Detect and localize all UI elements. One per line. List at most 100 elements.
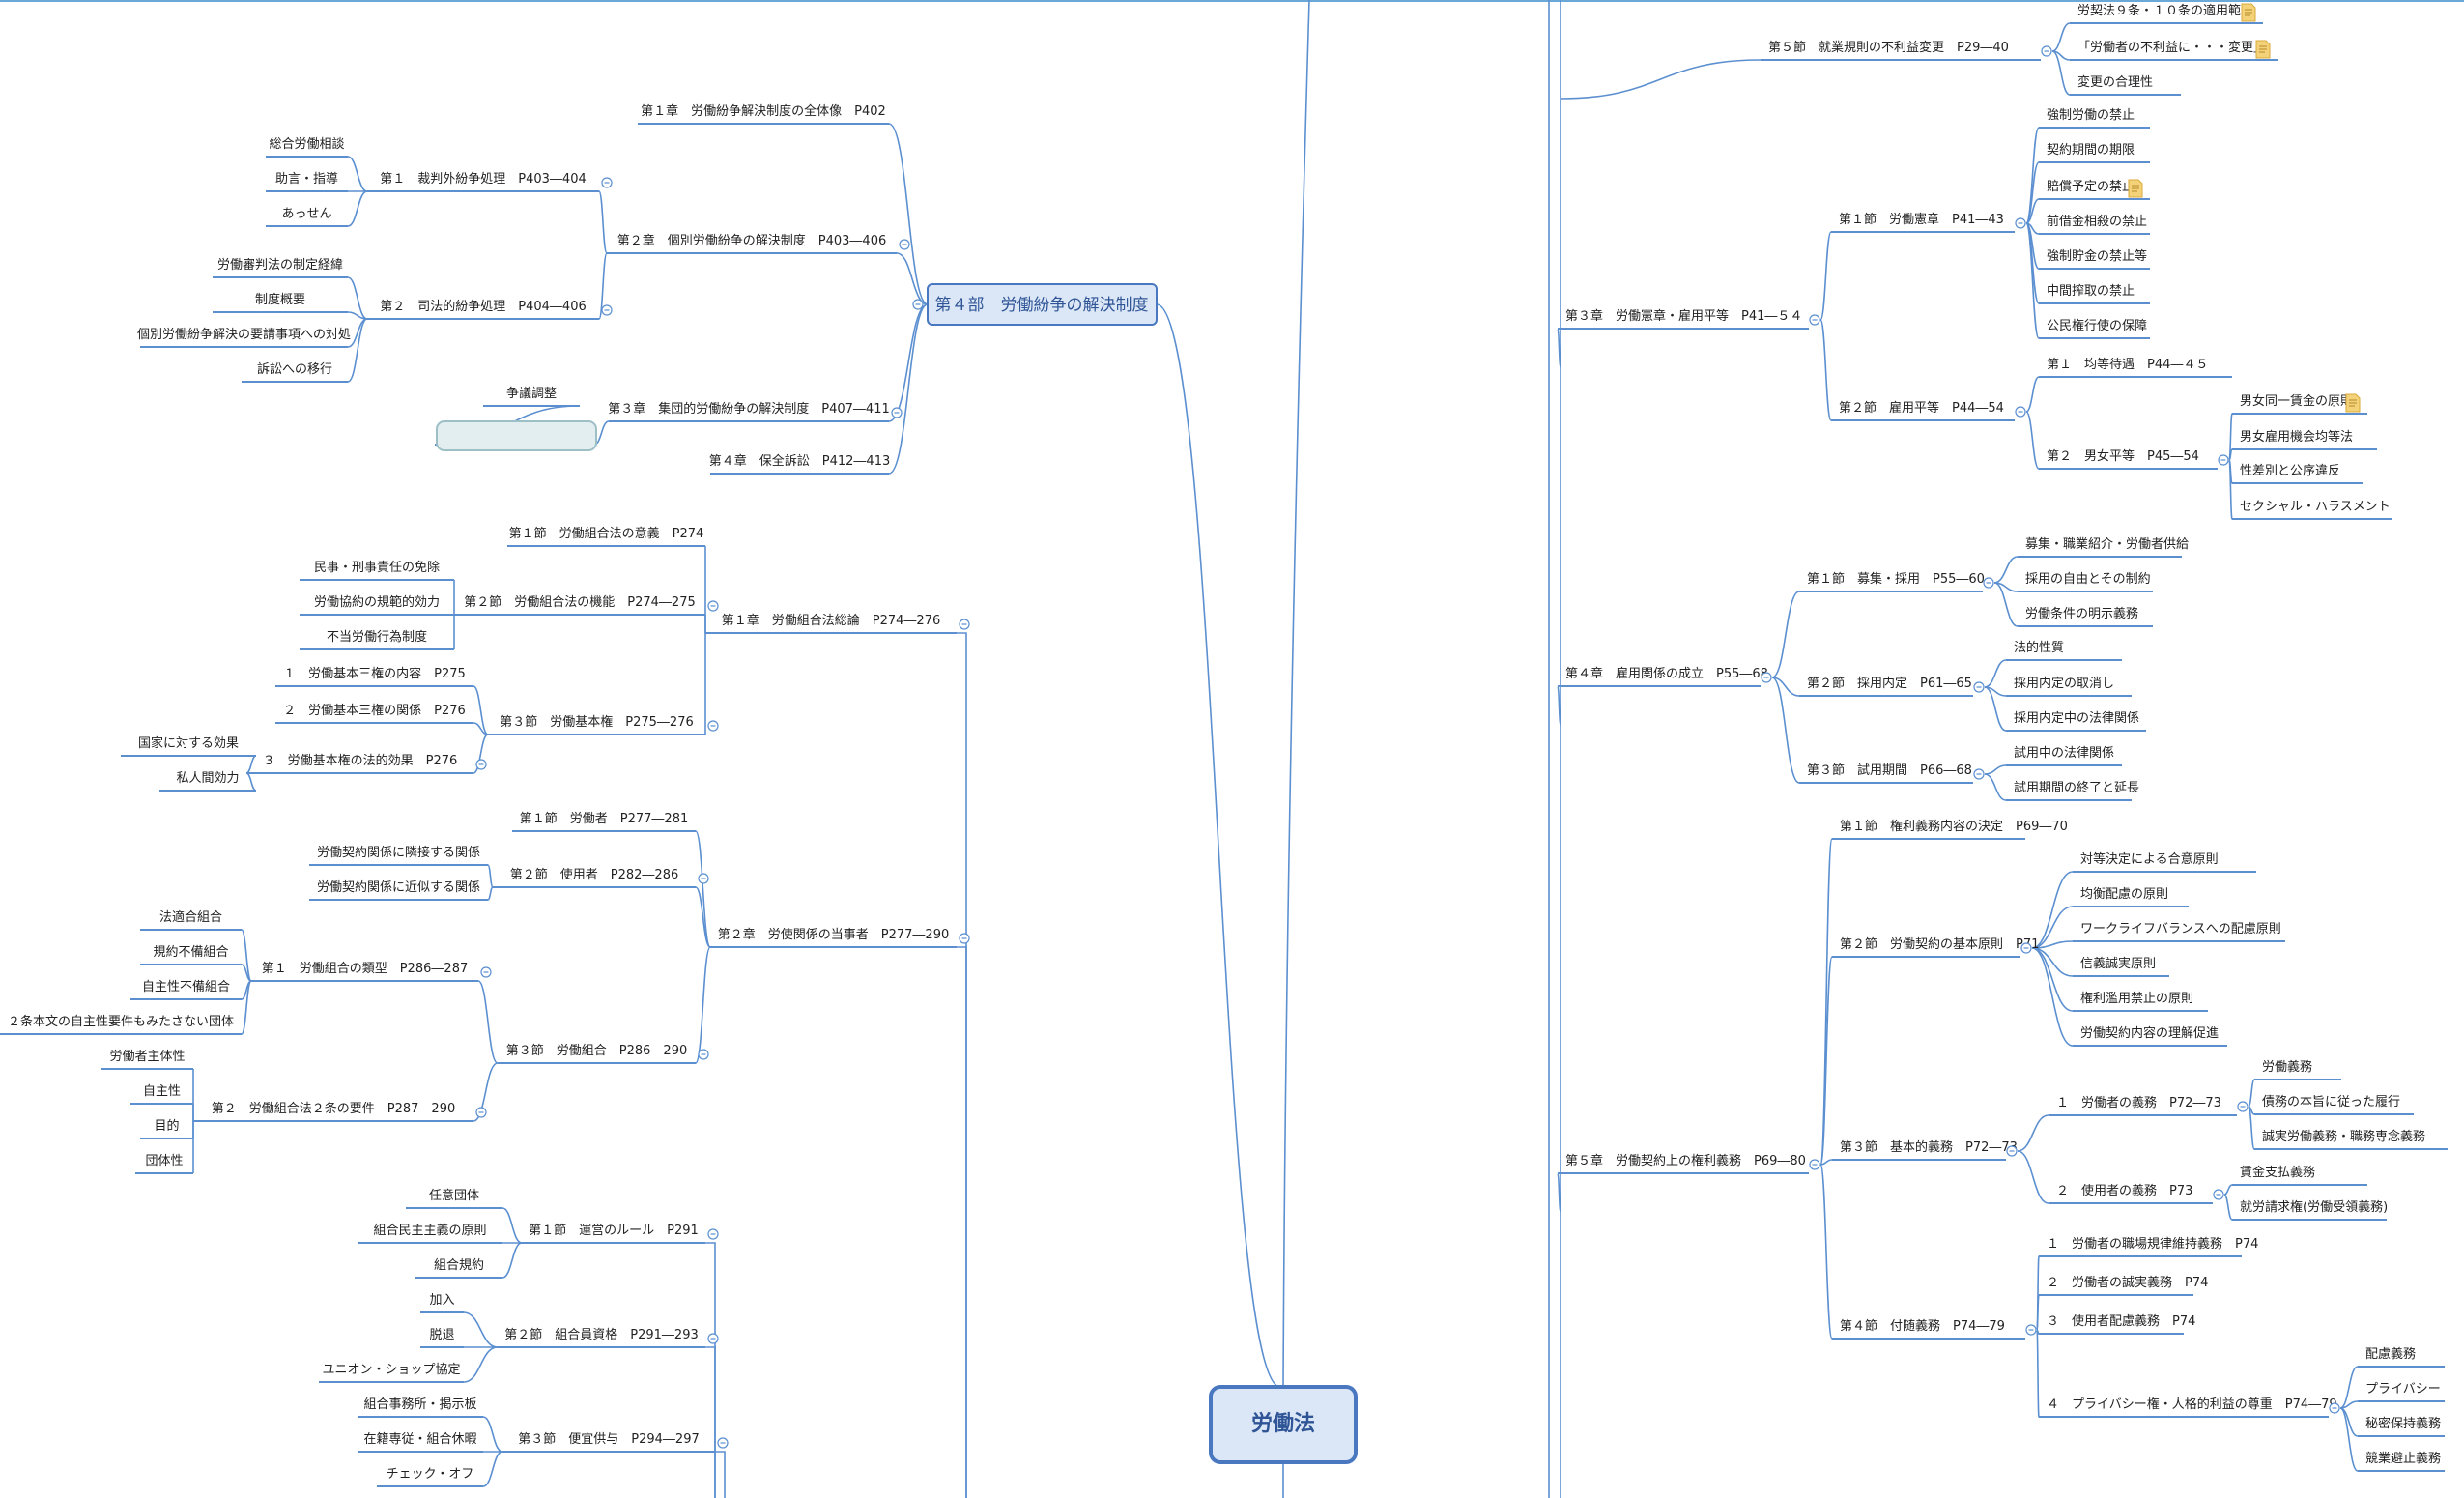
right-node-40[interactable]: 労働義務 (2254, 1059, 2341, 1080)
left-node-24[interactable]: 私人間効力 (159, 771, 256, 792)
right-node-49[interactable]: １ 労働者の職場規律維持義務 P74 (2039, 1236, 2258, 1257)
right-node-41[interactable]: 債務の本旨に従った履行 (2254, 1095, 2414, 1115)
left-node-46[interactable]: 第１節 運営のルール P291 (522, 1224, 705, 1244)
left-node-33[interactable]: 規約不備組合 (140, 944, 242, 965)
left-node-19[interactable]: 第２節 労働組合法の機能 P274―275 (454, 595, 705, 616)
right-node-19[interactable]: 第２節 雇用平等 P44―54 (1831, 400, 2015, 421)
right-node-37[interactable]: 権利濫用禁止の原則 (2073, 991, 2208, 1012)
left-node-44[interactable]: 組合民主主義の原則 (358, 1223, 502, 1244)
left-node-15[interactable]: 第１節 労働組合法の意義 P274 (507, 526, 705, 547)
left-node-7[interactable]: 制度概要 (213, 292, 348, 313)
right-node-2[interactable]: 変更の合理性 (2070, 74, 2181, 96)
right-node-22[interactable]: 労働条件の明示義務 (2018, 606, 2153, 627)
right-node-31[interactable]: 第３節 試用期間 P66―68 (1799, 763, 1973, 784)
left-node-29[interactable]: 労働契約関係に近似する関係 (309, 880, 488, 901)
left-node-0[interactable]: 第１章 労働紛争解決制度の全体像 P402 (638, 103, 889, 125)
left-node-35[interactable]: ２条本文の自主性要件もみたさない団体 (0, 1014, 242, 1035)
right-node-6[interactable]: 賠償予定の禁止 (2039, 180, 2150, 200)
left-node-9[interactable]: 訴訟への移行 (242, 361, 348, 383)
right-node-0[interactable]: 労契法９条・１０条の適用範囲 (2070, 3, 2263, 24)
left-node-49[interactable]: ユニオン・ショップ協定 (319, 1363, 464, 1383)
left-node-3[interactable]: あっせん (266, 207, 348, 227)
right-node-51[interactable]: ３ 使用者配慮義務 P74 (2039, 1313, 2195, 1335)
right-node-15[interactable]: 男女雇用機会均等法 (2232, 429, 2377, 450)
right-node-5[interactable]: 契約期間の期限 (2039, 143, 2150, 163)
left-node-34[interactable]: 自主性不備組合 (130, 979, 242, 1000)
right-node-33[interactable]: 対等決定による合意原則 (2073, 851, 2256, 873)
left-node-2[interactable]: 助言・指導 (266, 172, 348, 192)
left-node-22[interactable]: ２ 労働基本三権の関係 P276 (275, 703, 473, 724)
right-node-36[interactable]: 信義誠実原則 (2073, 956, 2169, 977)
right-node-44[interactable]: 賃金支払義務 (2232, 1165, 2367, 1186)
left-node-18[interactable]: 不当労働行為制度 (300, 629, 454, 650)
note-icon[interactable] (2241, 3, 2256, 22)
left-node-42[interactable]: 第２ 労働組合法２条の要件 P287―290 (193, 1101, 473, 1122)
right-node-10[interactable]: 公民権行使の保障 (2039, 318, 2150, 339)
left-node-13[interactable]: 第３章 集団的労働紛争の解決制度 P407―411 (608, 401, 890, 422)
right-node-43[interactable]: １ 労働者の義務 P72―73 (2049, 1095, 2237, 1116)
right-node-16[interactable]: 性差別と公序違反 (2232, 464, 2363, 484)
left-node-52[interactable]: 在籍専従・組合休暇 (358, 1431, 483, 1453)
right-node-34[interactable]: 均衡配慮の原則 (2073, 887, 2189, 907)
left-node-40[interactable]: 目的 (140, 1118, 193, 1139)
right-node-20[interactable]: 募集・職業紹介・労働者供給 (2018, 536, 2189, 558)
left-node-21[interactable]: １ 労働基本三権の内容 P275 (275, 666, 473, 687)
right-node-46[interactable]: ２ 使用者の義務 P73 (2049, 1183, 2213, 1204)
right-node-3[interactable]: 第５節 就業規則の不利益変更 P29―40 (1761, 40, 2041, 61)
right-node-12[interactable]: 第３章 労働憲章・雇用平等 P41―５４ (1558, 308, 1809, 330)
right-node-38[interactable]: 労働契約内容の理解促進 (2073, 1025, 2227, 1047)
right-node-55[interactable]: 秘密保持義務 (2358, 1416, 2445, 1437)
left-node-1[interactable]: 総合労働相談 (266, 136, 348, 158)
note-icon[interactable] (2345, 393, 2361, 413)
left-node-43[interactable]: 任意団体 (406, 1188, 502, 1209)
right-node-7[interactable]: 前借金相殺の禁止 (2039, 214, 2150, 235)
note-icon[interactable] (2128, 179, 2143, 198)
note-icon[interactable] (2255, 40, 2271, 59)
left-node-6[interactable]: 労働審判法の制定経緯 (213, 258, 348, 278)
right-node-13[interactable]: 第１ 均等待遇 P44―４５ (2039, 357, 2232, 378)
left-node-45[interactable]: 組合規約 (415, 1258, 502, 1279)
right-node-42[interactable]: 誠実労働義務・職務専念義務 (2254, 1129, 2448, 1150)
left-node-25[interactable]: ３ 労働基本権の法的効果 P276 (246, 753, 473, 774)
left-node-16[interactable]: 民事・刑事責任の免除 (300, 561, 454, 581)
left-node-54[interactable]: 第３節 便宜供与 P294―297 (502, 1432, 715, 1453)
left-node-37[interactable]: 第３節 労働組合 P286―290 (498, 1044, 696, 1064)
left-node-23[interactable]: 国家に対する効果 (121, 735, 256, 757)
part4-node[interactable]: 第４部 労働紛争の解決制度 (927, 283, 1158, 326)
right-node-32[interactable]: 第１節 権利義務内容の決定 P69―70 (1832, 819, 2068, 840)
left-node-38[interactable]: 労働者主体性 (101, 1050, 193, 1070)
right-node-48[interactable]: 第５章 労働契約上の権利義務 P69―80 (1558, 1153, 1809, 1174)
right-node-14[interactable]: 男女同一賃金の原則 (2232, 393, 2367, 415)
left-node-53[interactable]: チェック・オフ (377, 1467, 483, 1487)
left-node-17[interactable]: 労働協約の規範的効力 (300, 594, 454, 616)
right-node-35[interactable]: ワークライフバランスへの配慮原則 (2073, 922, 2285, 942)
right-node-45[interactable]: 就労請求権(労働受領義務) (2232, 1199, 2388, 1221)
right-node-56[interactable]: 競業避止義務 (2358, 1451, 2445, 1472)
right-node-53[interactable]: 配慮義務 (2358, 1346, 2445, 1368)
left-node-5[interactable]: 第２章 個別労働紛争の解決制度 P403―406 (607, 233, 897, 254)
left-node-48[interactable]: 脱退 (420, 1328, 464, 1348)
right-node-11[interactable]: 第１節 労働憲章 P41―43 (1831, 212, 2015, 233)
left-node-8[interactable]: 個別労働紛争解決の要請事項への対処 (137, 328, 351, 348)
right-node-18[interactable]: 第２ 男女平等 P45―54 (2039, 448, 2218, 470)
right-node-50[interactable]: ２ 労働者の誠実義務 P74 (2039, 1275, 2208, 1296)
left-node-27[interactable]: 第１節 労働者 P277―281 (512, 812, 696, 832)
right-node-54[interactable]: プライバシー (2358, 1382, 2445, 1402)
right-node-17[interactable]: セクシャル・ハラスメント (2232, 500, 2392, 520)
right-node-57[interactable]: ４ プライバシー権・人格的利益の尊重 P74―79 (2039, 1397, 2337, 1418)
right-node-21[interactable]: 採用の自由とその制約 (2018, 572, 2153, 592)
left-node-51[interactable]: 組合事務所・掲示板 (358, 1397, 483, 1418)
left-node-4[interactable]: 第１ 裁判外紛争処理 P403―404 (367, 171, 599, 192)
right-node-39[interactable]: 第２節 労働契約の基本原則 P71 (1832, 937, 2039, 958)
left-node-11[interactable]: 争議調整 (483, 387, 580, 407)
right-node-1[interactable]: 「労働者の不利益に・・・変更」 (2070, 40, 2278, 61)
right-node-28[interactable]: 第４章 雇用関係の成立 P55―68 (1558, 666, 1768, 687)
left-node-50[interactable]: 第２節 組合員資格 P291―293 (498, 1327, 705, 1348)
right-node-27[interactable]: 第２節 採用内定 P61―65 (1799, 676, 1973, 697)
left-node-30[interactable]: 第２節 使用者 P282―286 (493, 867, 696, 888)
left-node-26[interactable]: 第３節 労働基本権 P275―276 (488, 714, 705, 735)
right-node-52[interactable]: 第４節 付随義務 P74―79 (1832, 1318, 2025, 1340)
left-node-41[interactable]: 団体性 (135, 1154, 193, 1174)
root-node[interactable]: 労働法 (1209, 1385, 1358, 1464)
